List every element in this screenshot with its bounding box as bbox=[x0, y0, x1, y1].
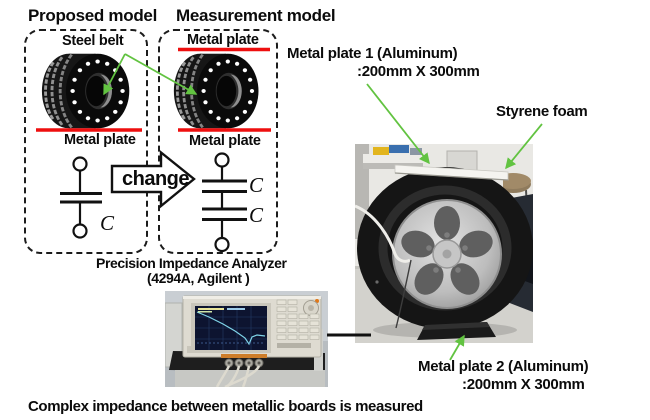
proposed-model-title: Proposed model bbox=[28, 6, 157, 25]
metal-plate-bottom-right-label: Metal plate bbox=[189, 133, 261, 149]
impedance-analyzer-photo bbox=[165, 291, 328, 387]
analyzer-name-line2: (4294A, Agilent ) bbox=[147, 270, 250, 286]
proposed-model-box bbox=[24, 29, 148, 254]
metal-plate-top-label: Metal plate bbox=[187, 32, 259, 48]
change-arrow-label: change bbox=[122, 168, 190, 190]
metal-plate1-annotation-line1: Metal plate 1 (Aluminum) bbox=[287, 45, 458, 62]
capacitance-label-proposed: C bbox=[100, 211, 115, 235]
metal-plate1-annotation-line2: :200mm X 300mm bbox=[357, 63, 480, 80]
analyzer-name-line1: Precision Impedance Analyzer bbox=[96, 255, 287, 271]
capacitance-label-measurement-1: C bbox=[249, 173, 264, 197]
figure-caption: Complex impedance between metallic board… bbox=[28, 398, 423, 415]
measurement-model-box bbox=[158, 29, 278, 254]
metal-plate2-annotation-line2: :200mm X 300mm bbox=[462, 376, 585, 393]
tire-photo bbox=[355, 144, 533, 343]
metal-plate-bottom-left-label: Metal plate bbox=[64, 132, 136, 148]
metal-plate2-annotation-line1: Metal plate 2 (Aluminum) bbox=[418, 358, 589, 375]
tire-photo-graphic bbox=[355, 144, 533, 343]
capacitance-label-measurement-2: C bbox=[249, 203, 264, 227]
measurement-model-title: Measurement model bbox=[176, 6, 336, 25]
steel-belt-label: Steel belt bbox=[62, 33, 124, 49]
analyzer-photo-graphic bbox=[165, 291, 328, 387]
styrene-foam-annotation: Styrene foam bbox=[496, 103, 588, 120]
